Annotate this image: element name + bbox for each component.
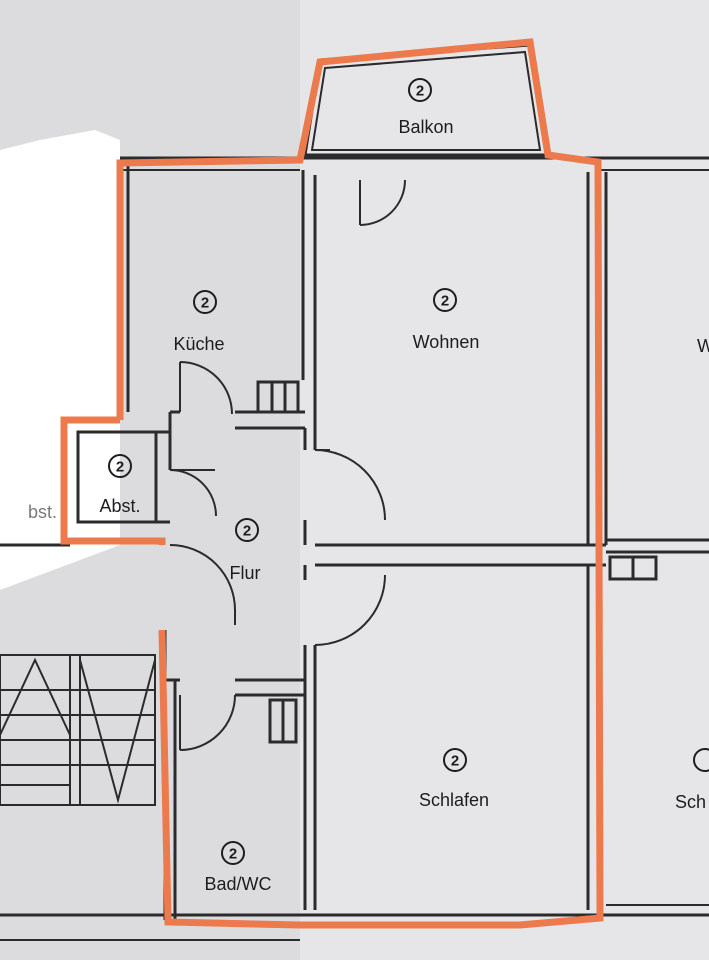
room-number-circle <box>433 288 457 312</box>
room-label: Bad/WC <box>204 874 271 894</box>
room-number-circle <box>108 454 132 478</box>
doors <box>169 179 406 751</box>
room-number: 2 <box>243 523 251 540</box>
room-number: 2 <box>201 295 209 312</box>
room-number: 2 <box>441 293 449 310</box>
room-number-circle <box>193 290 217 314</box>
room-label: Schlafen <box>419 790 489 810</box>
room-number-circle <box>443 748 467 772</box>
room-bad: 2 Bad/WC <box>204 841 272 894</box>
room-number: 2 <box>416 83 424 100</box>
room-abst: 2 Abst. <box>99 454 141 516</box>
room-label: Küche <box>173 334 224 354</box>
room-balkon: 2 Balkon <box>398 78 454 137</box>
room-number: 2 <box>451 753 459 770</box>
room-schlafen: 2 Schlafen <box>419 748 489 810</box>
room-label: Wohnen <box>413 332 480 352</box>
duct-symbols <box>256 380 658 744</box>
partial-label-right-schlafen: Sch <box>675 792 706 812</box>
flat-boundary-highlight <box>60 38 604 929</box>
room-label: Flur <box>230 563 261 583</box>
paper-fold-right <box>300 0 709 960</box>
room-number-circle <box>408 78 432 102</box>
staircase <box>0 654 156 806</box>
room-wohnen: 2 Wohnen <box>413 288 480 352</box>
partial-label-left: bst. <box>28 502 57 522</box>
room-number: 2 <box>229 846 237 863</box>
room-number-circle <box>235 518 259 542</box>
room-number-circle <box>221 841 245 865</box>
room-number: 2 <box>116 459 124 476</box>
room-label: Balkon <box>398 117 453 137</box>
room-label: Abst. <box>99 496 140 516</box>
partial-room-number-circle <box>693 748 709 772</box>
masked-area <box>0 130 120 590</box>
partial-label-right-wohnen: W <box>697 336 709 356</box>
room-flur: 2 Flur <box>230 518 261 583</box>
room-kueche: 2 Küche <box>173 290 225 354</box>
